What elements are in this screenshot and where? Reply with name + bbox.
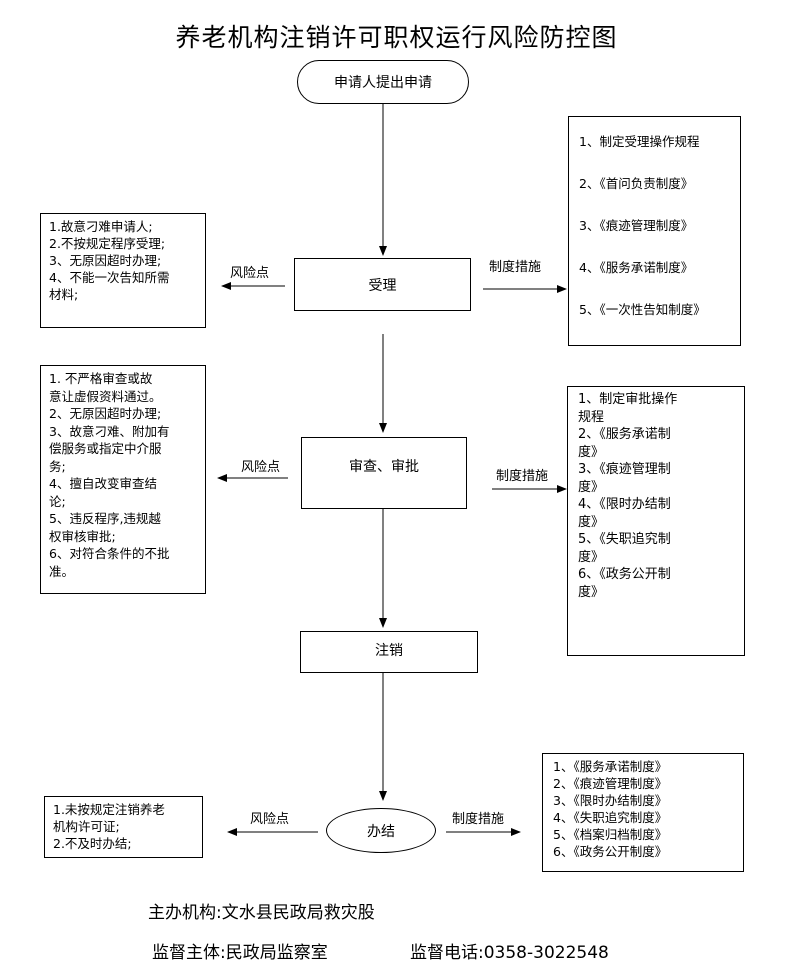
measure-item: 4、《限时办结制 (578, 497, 671, 512)
risk-item: 意让虚假资料通过。 (49, 388, 162, 404)
footer-host: 主办机构:文水县民政局救灾股 (148, 903, 375, 923)
measure-item: 3、《痕迹管理制度》 (579, 218, 694, 233)
measure-item: 规程 (578, 409, 605, 425)
risk-item: 6、对符合条件的不批 (49, 546, 170, 561)
risk-item: 权审核审批; (49, 528, 116, 544)
page-title: 养老机构注销许可职权运行风险防控图 (175, 23, 618, 52)
risk-item: 5、违反程序,违规越 (49, 511, 161, 526)
measure-item: 5、《档案归档制度》 (553, 827, 668, 842)
node-apply: 申请人提出申请 (297, 60, 469, 104)
risk-item: 2、无原因超时办理; (49, 406, 162, 421)
label-accept-risk: 风险点 (230, 266, 270, 281)
footer-supervisor: 监督主体:民政局监察室 (152, 943, 328, 963)
review-measures-box: 1、制定审批操作 规程 2、《服务承诺制 度》 3、《痕迹管理制 度》 4、《限… (567, 386, 745, 656)
risk-item: 偿服务或指定中介服 (49, 441, 162, 456)
measure-item: 2、《痕迹管理制度》 (553, 776, 668, 791)
risk-item: 3、故意刁难、附加有 (49, 423, 170, 439)
measure-item: 1、制定审批操作 (578, 392, 678, 407)
node-accept: 受理 (294, 258, 471, 311)
measure-item: 4、《失职追究制度》 (553, 810, 668, 825)
measure-item: 3、《痕迹管理制 (578, 462, 671, 477)
measure-item: 1、制定受理操作规程 (579, 134, 700, 149)
measure-item: 度》 (578, 479, 605, 495)
risk-item: 准。 (49, 563, 75, 579)
risk-item: 1.未按规定注销养老 (53, 802, 165, 817)
label-review-measure: 制度措施 (496, 469, 549, 484)
conclude-risks-box: 1.未按规定注销养老 机构许可证; 2.不及时办结; (44, 796, 203, 858)
node-review: 审查、审批 (301, 437, 467, 509)
node-conclude: 办结 (326, 808, 436, 853)
label-accept-measure: 制度措施 (489, 260, 542, 275)
risk-item: 务; (49, 458, 66, 474)
measure-item: 6、《政务公开制度》 (553, 844, 668, 859)
node-cancel: 注销 (300, 631, 478, 673)
risk-item: 机构许可证; (53, 819, 120, 834)
risk-item: 论; (49, 493, 66, 509)
conclude-measures-box: 1、《服务承诺制度》 2、《痕迹管理制度》 3、《限时办结制度》 4、《失职追究… (542, 753, 744, 872)
accept-risks-box: 1.故意刁难申请人; 2.不按规定程序受理; 3、无原因超时办理; 4、不能一次… (40, 213, 206, 328)
risk-item: 1. 不严格审查或故 (49, 371, 153, 386)
measure-item: 度》 (578, 584, 605, 600)
measure-item: 2、《服务承诺制 (578, 427, 671, 442)
measure-item: 5、《一次性告知制度》 (579, 302, 706, 317)
measure-item: 4、《服务承诺制度》 (579, 260, 694, 275)
risk-item: 4、不能一次告知所需 (49, 270, 170, 285)
measure-item: 度》 (578, 549, 605, 565)
risk-item: 1.故意刁难申请人; (49, 219, 153, 234)
measure-item: 3、《限时办结制度》 (553, 793, 668, 808)
risk-item: 3、无原因超时办理; (49, 253, 162, 268)
measure-item: 1、《服务承诺制度》 (553, 759, 668, 774)
review-risks-box: 1. 不严格审查或故 意让虚假资料通过。 2、无原因超时办理; 3、故意刁难、附… (40, 365, 206, 594)
measure-item: 2、《首问负责制度》 (579, 176, 694, 191)
measure-item: 度》 (578, 514, 605, 530)
footer-phone: 监督电话:0358-3022548 (410, 943, 609, 963)
risk-item: 2.不及时办结; (53, 836, 132, 851)
risk-item: 2.不按规定程序受理; (49, 236, 166, 251)
accept-measures-box: 1、制定受理操作规程 2、《首问负责制度》 3、《痕迹管理制度》 4、《服务承诺… (568, 116, 741, 346)
measure-item: 6、《政务公开制 (578, 567, 671, 582)
risk-item: 4、擅自改变审查结 (49, 476, 157, 491)
risk-item: 材料; (49, 287, 79, 302)
label-review-risk: 风险点 (241, 460, 281, 475)
measure-item: 5、《失职追究制 (578, 532, 671, 547)
measure-item: 度》 (578, 444, 605, 460)
label-conclude-risk: 风险点 (250, 812, 290, 827)
label-conclude-measure: 制度措施 (452, 812, 505, 827)
